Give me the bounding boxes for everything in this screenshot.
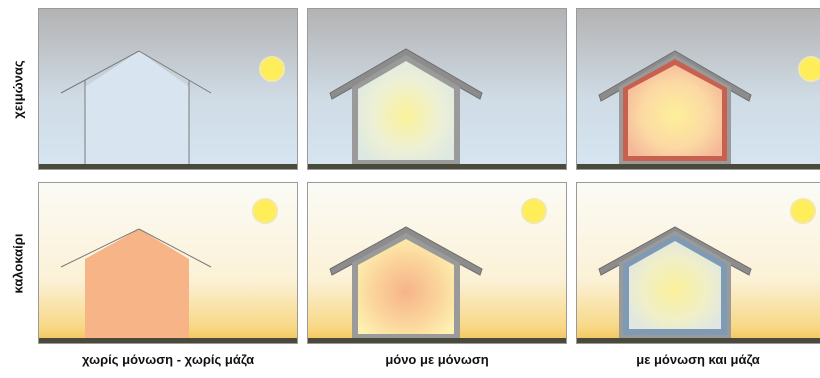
column-label-insulation-mass: με μόνωση και μάζα [576,352,820,367]
panel-winter-no-insulation [38,8,298,170]
sun-icon [253,199,277,223]
sun-icon [799,57,820,81]
panel-winter-insulation [307,8,567,170]
panel-summer-insulation-mass [576,182,820,344]
row-label-winter-text: χειμώνας [11,60,26,118]
row-label-summer-text: καλοκαίρι [11,233,26,293]
ground [39,338,298,344]
ground [308,164,567,170]
ground [39,164,298,170]
sun-icon [522,199,546,223]
row-label-winter: χειμώνας [0,8,36,170]
panel-summer-no-insulation [38,182,298,344]
row-label-summer: καλοκαίρι [0,182,36,344]
ground [577,164,820,170]
panel-summer-insulation [307,182,567,344]
sun-icon [791,199,815,223]
column-label-insulation: μόνο με μόνωση [307,352,567,367]
ground [308,338,567,344]
panel-winter-insulation-mass [576,8,820,170]
column-label-no-insulation: χωρίς μόνωση - χωρίς μάζα [38,352,298,367]
sun-icon [260,57,284,81]
ground [577,338,820,344]
